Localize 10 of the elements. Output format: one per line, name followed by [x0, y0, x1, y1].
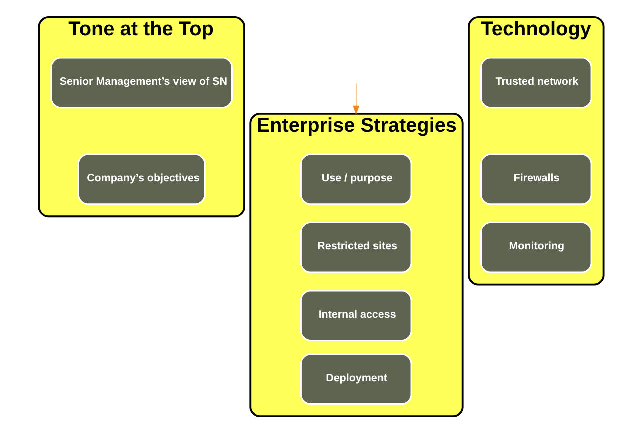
- node-box: Senior Management’s view of SN: [50, 57, 233, 109]
- node-box: Firewalls: [480, 154, 592, 206]
- node-box: Use / purpose: [300, 154, 412, 206]
- node-box: Deployment: [300, 354, 412, 406]
- arrow: [352, 83, 360, 116]
- node-box: Monitoring: [480, 222, 592, 274]
- node-box: Company’s objectives: [77, 154, 206, 206]
- node-box: Internal access: [300, 290, 412, 342]
- node-box: Restricted sites: [300, 222, 412, 274]
- node-box: Trusted network: [480, 57, 592, 109]
